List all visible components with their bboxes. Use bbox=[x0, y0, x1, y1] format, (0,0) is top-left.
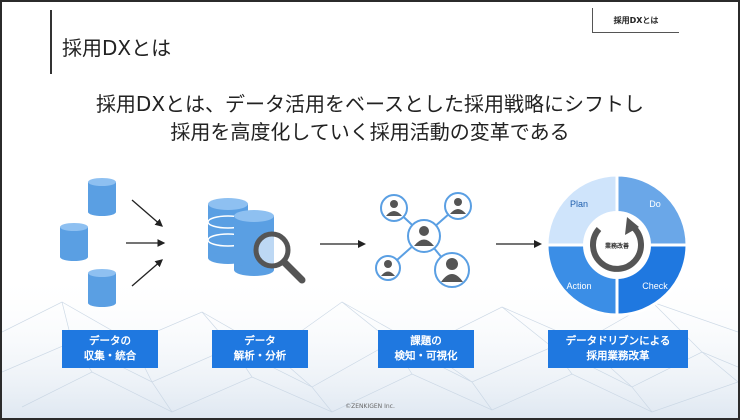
step-label-line: 課題の bbox=[410, 335, 442, 347]
database-icon bbox=[88, 269, 116, 307]
title-accent-bar bbox=[50, 10, 52, 74]
database-icon bbox=[60, 223, 88, 261]
step-label-line: データドリブンによる bbox=[565, 335, 671, 347]
person-icon bbox=[434, 252, 470, 288]
person-icon bbox=[375, 255, 401, 281]
copyright: ©ZENKIGEN Inc. bbox=[345, 403, 395, 410]
headline-line-1: 採用DXとは、データ活用をベースとした採用戦略にシフトし bbox=[95, 92, 645, 116]
magnifier-icon bbox=[253, 231, 306, 284]
header-tag: 採用DXとは bbox=[592, 8, 679, 33]
arrow-icon bbox=[131, 259, 163, 287]
step-label-line: 検知・可視化 bbox=[394, 350, 458, 362]
database-icon bbox=[88, 178, 116, 216]
pdca-center-label: 業務改善 bbox=[604, 242, 629, 250]
step-label-line: 収集・統合 bbox=[83, 350, 137, 362]
person-icon bbox=[407, 219, 441, 253]
headline-line-2: 採用を高度化していく採用活動の変革である bbox=[170, 120, 570, 144]
pdca-label-action: Action bbox=[566, 281, 591, 291]
step-label-line: 採用業務改革 bbox=[586, 350, 650, 362]
pdca-label-check: Check bbox=[642, 281, 668, 291]
arrow-icon bbox=[320, 240, 366, 248]
database-group-icon bbox=[60, 178, 116, 307]
step-label-detect: 課題の 検知・可視化 bbox=[378, 330, 474, 368]
step-label-collect: データの 収集・統合 bbox=[62, 330, 158, 368]
slide-title: 採用DXとは bbox=[62, 36, 172, 60]
people-network-icon bbox=[375, 192, 472, 288]
headline: 採用DXとは、データ活用をベースとした採用戦略にシフトし 採用を高度化していく採… bbox=[2, 90, 738, 146]
pdca-label-do: Do bbox=[649, 199, 661, 209]
person-icon bbox=[380, 194, 408, 222]
person-icon bbox=[444, 192, 472, 220]
pdca-cycle-icon: Plan Do Check Action 業務改善 bbox=[545, 173, 689, 317]
arrow-icon bbox=[131, 199, 163, 227]
pdca-label-plan: Plan bbox=[570, 199, 588, 209]
arrow-icon bbox=[496, 240, 542, 248]
merge-arrows bbox=[126, 199, 166, 287]
database-magnifier-icon bbox=[207, 198, 306, 284]
cycle-arrow-icon bbox=[590, 224, 644, 272]
step-label-line: データの bbox=[89, 335, 131, 347]
step-label-analyze: データ 解析・分析 bbox=[212, 330, 308, 368]
step-label-line: データ bbox=[244, 335, 276, 347]
step-label-line: 解析・分析 bbox=[233, 350, 287, 362]
step-label-reform: データドリブンによる 採用業務改革 bbox=[548, 330, 688, 368]
